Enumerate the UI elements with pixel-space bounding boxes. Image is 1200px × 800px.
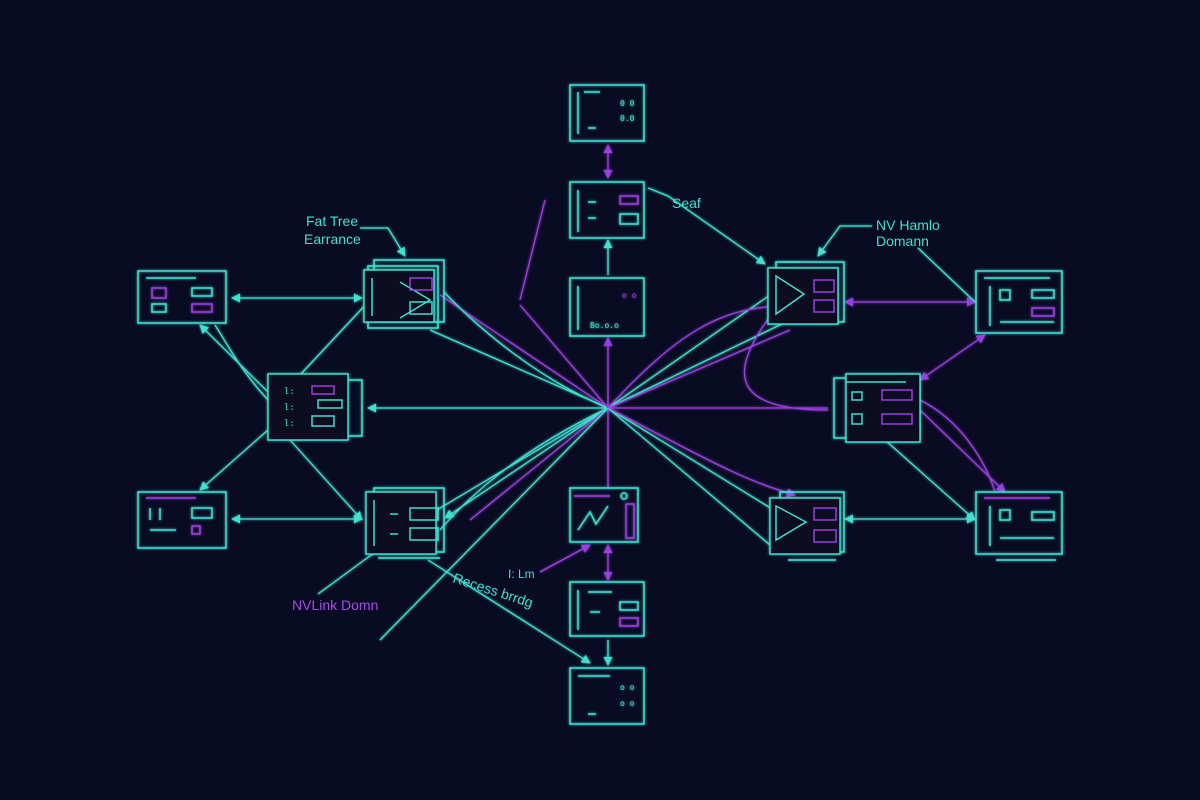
link-hub-ur-curve bbox=[607, 305, 777, 409]
node-lower-left-switch[interactable] bbox=[365, 487, 445, 559]
node-center-top[interactable]: o o Bo.o.o bbox=[569, 277, 645, 337]
nv-domain-label-line2: Domann bbox=[876, 233, 929, 249]
link-hub-ur bbox=[607, 294, 771, 409]
svg-text:l:: l: bbox=[284, 387, 295, 397]
fat-tree-label-line1: Fat Tree bbox=[306, 213, 358, 229]
svg-text:0 0: 0 0 bbox=[620, 99, 635, 108]
leader-nv-domain-right bbox=[917, 247, 976, 303]
svg-text:0.0: 0.0 bbox=[620, 114, 635, 123]
node-far-left-upper[interactable] bbox=[137, 270, 227, 324]
link-rightswitch-to-rightmid bbox=[743, 309, 829, 411]
link-hub-ll2 bbox=[469, 407, 609, 521]
node-fat-tree-switch[interactable] bbox=[363, 259, 445, 329]
link-hub-ll-curve bbox=[439, 407, 609, 531]
leader-recess bbox=[427, 559, 591, 664]
link-leftmid-curve-up bbox=[214, 324, 269, 401]
link-leftmid-to-lowerleft bbox=[289, 439, 363, 521]
link-rightmid-to-farright-up bbox=[919, 334, 986, 381]
link-hub-lr-curve bbox=[607, 407, 796, 498]
link-hub-lr bbox=[607, 407, 791, 521]
node-top[interactable]: 0 0 0.0 bbox=[569, 84, 645, 142]
nv-domain-label-line1: NV Hamlo bbox=[876, 217, 940, 233]
leader-seaf bbox=[647, 187, 766, 265]
link-hub-ll bbox=[444, 407, 609, 519]
nodes: 0 0 0.0 o o Bo.o.o bbox=[137, 84, 1063, 725]
node-bottom[interactable]: o o o o bbox=[569, 667, 645, 725]
link-rightmid-to-farright-down bbox=[919, 409, 1006, 493]
svg-text:l:: l: bbox=[284, 403, 295, 413]
link-hub-up-long bbox=[519, 304, 609, 409]
link-hub-ul-curve bbox=[443, 291, 609, 409]
connections bbox=[199, 144, 1006, 666]
leader-small-tag bbox=[539, 544, 591, 573]
leader-nv-domain-left bbox=[817, 225, 872, 257]
node-left-mid[interactable]: l: l: l: bbox=[267, 373, 363, 441]
link-hub-lr2 bbox=[607, 407, 771, 546]
small-tag-label: I: Lm bbox=[508, 567, 535, 581]
link-leftmid-to-farleft-down bbox=[199, 429, 269, 491]
nvlink-domain-label: NVLink Domn bbox=[292, 597, 378, 613]
link-rightmid-to-lower bbox=[884, 439, 976, 521]
link-hub-ll-long bbox=[379, 407, 609, 641]
link-leftmid-to-farleft-up bbox=[199, 324, 269, 393]
link-hub-ur2 bbox=[607, 319, 791, 409]
link-upper-diag bbox=[519, 199, 546, 301]
link-hub-r-long bbox=[607, 329, 791, 409]
link-hub-ul-long bbox=[419, 407, 609, 521]
leader-fat-tree bbox=[360, 227, 406, 257]
svg-text:o o: o o bbox=[620, 683, 635, 692]
link-hub-ul2 bbox=[429, 329, 609, 409]
svg-text:o o: o o bbox=[620, 699, 635, 708]
node-far-right-lower[interactable] bbox=[975, 491, 1063, 561]
node-far-right-upper[interactable] bbox=[975, 270, 1063, 334]
node-center-bottom[interactable] bbox=[569, 487, 639, 543]
svg-text:o o: o o bbox=[622, 291, 637, 300]
node-right-mid[interactable] bbox=[833, 373, 921, 443]
node-right-lower-switch[interactable] bbox=[769, 491, 845, 561]
svg-text:l:: l: bbox=[284, 419, 295, 429]
fat-tree-label-line2: Earrance bbox=[304, 231, 361, 247]
node-right-upper-switch[interactable] bbox=[767, 261, 845, 325]
node-far-left-lower[interactable] bbox=[137, 491, 227, 549]
svg-text:Bo.o.o: Bo.o.o bbox=[590, 321, 619, 330]
leader-nvlink bbox=[317, 549, 379, 595]
labels: Fat Tree Earrance Seaf NV Hamlo Domann N… bbox=[292, 195, 940, 613]
link-rightmid-curve-down bbox=[919, 399, 996, 493]
seaf-label: Seaf bbox=[672, 195, 701, 211]
node-upper-mid[interactable] bbox=[569, 181, 645, 239]
node-lower-mid[interactable] bbox=[569, 581, 645, 637]
link-leftmid-to-upperleft bbox=[299, 299, 371, 376]
link-hub-ul bbox=[439, 294, 609, 409]
